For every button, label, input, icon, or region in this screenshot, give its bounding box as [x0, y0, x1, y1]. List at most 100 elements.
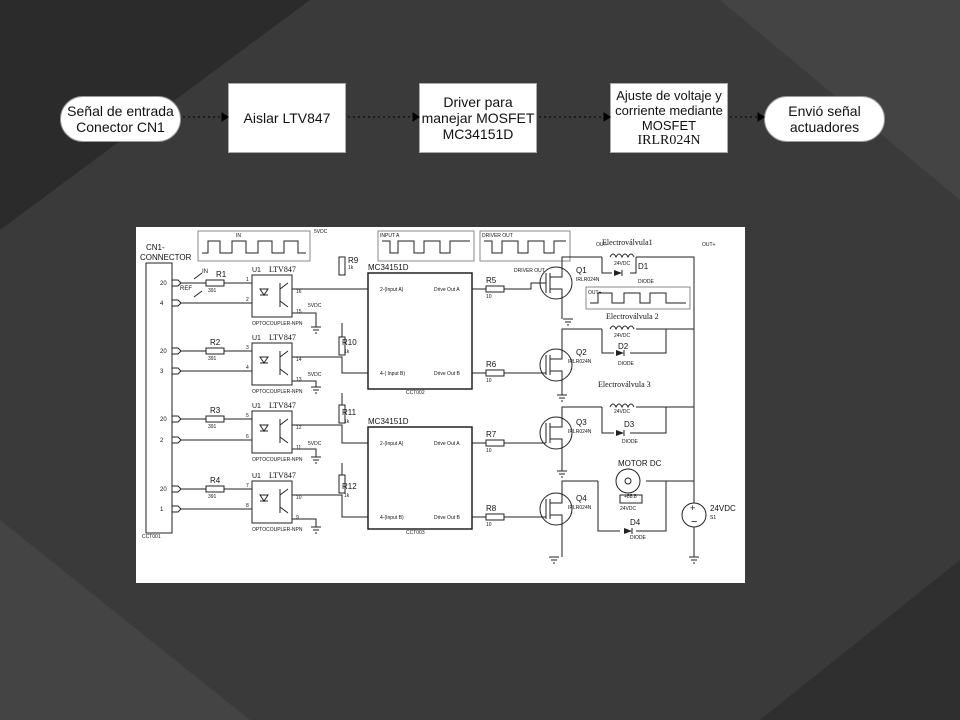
load-name: MOTOR DC	[618, 459, 662, 468]
opto-pin: 7	[246, 483, 249, 489]
driver-pin-label: Drive Out B	[434, 371, 461, 377]
motor-dc	[615, 468, 643, 504]
coil-value: 24VDC	[620, 506, 637, 512]
diode-type: DIODE	[630, 535, 647, 541]
opto-ref: U1	[252, 335, 261, 342]
mosfet-q2	[539, 347, 573, 383]
opto-pin: 15	[296, 309, 302, 315]
opto-ref: U1	[252, 403, 261, 410]
load-name: Electroválvula 2	[606, 312, 659, 321]
diode-d3	[616, 430, 625, 436]
pullup-name: R12	[342, 482, 357, 491]
supply-label: 5VDC	[308, 372, 322, 378]
flow-node-driver: Driver para manejar MOSFET MC34151D	[419, 83, 537, 153]
opto-part: LTV847	[269, 401, 296, 410]
connector-pin: 20	[160, 417, 167, 423]
driver-pin-label: 4-( Input B)	[380, 371, 405, 377]
opto-type: OPTOCOUPLER-NPN	[252, 527, 303, 533]
gate-resistor-name: R5	[486, 276, 497, 285]
probe-arrow	[193, 290, 203, 298]
connector-pin: 20	[160, 281, 167, 287]
diode-d4	[624, 528, 633, 534]
opto-pin: 10	[296, 495, 302, 501]
driver-pin-label: Drive Out A	[434, 287, 460, 293]
flow-node-adjust: Ajuste de voltaje y corriente mediante M…	[610, 83, 728, 153]
mosfet-part: IRLR024N	[568, 505, 592, 511]
connector-footer: CCT001	[142, 534, 161, 540]
connector-pin: 20	[160, 349, 167, 355]
coil-3	[609, 403, 635, 409]
driver-footer: CCT003	[406, 530, 425, 536]
flow-node-line: Conector CN1	[76, 119, 165, 135]
svg-text:−: −	[691, 516, 697, 528]
opto-pin: 6	[246, 434, 249, 440]
flow-node-line: Ajuste de voltaje y	[616, 88, 722, 103]
resistor-name: R4	[210, 476, 221, 485]
opto-pin: 3	[246, 345, 249, 351]
connector-title: CONNECTOR	[140, 253, 192, 262]
motor-meter: +88.8	[624, 494, 637, 500]
flow-node-line: manejar MOSFET	[421, 110, 535, 126]
flow-node-line: actuadores	[789, 119, 860, 135]
driver-pin-label: 2-(Input A)	[380, 441, 404, 447]
scope-label: IN	[236, 233, 241, 239]
pullup-name: R10	[342, 338, 357, 347]
resistor-value: 391	[208, 356, 217, 362]
coil-value: 24VDC	[614, 261, 631, 267]
flow-node-line: MOSFET	[641, 118, 697, 133]
scope-out: OUT+	[585, 286, 691, 310]
mosfet-q3	[539, 415, 573, 451]
gate-resistor-value: 10	[486, 378, 492, 384]
input-wiring	[181, 282, 256, 510]
probe-label-ref: REF	[180, 286, 192, 292]
mosfet-name: Q4	[576, 494, 587, 503]
pullup-value: 1k	[344, 493, 350, 499]
gate-resistor-value: 10	[486, 522, 492, 528]
resistor-value: 391	[208, 494, 217, 500]
circuit-schematic: CN1- CONNECTOR CCT001 20 4 20 3 20 2 20 …	[140, 229, 736, 564]
diode-name: D3	[624, 420, 635, 429]
diode-d1	[614, 270, 623, 276]
opto-ref: U1	[252, 267, 261, 274]
pullup-value: 1k	[344, 419, 350, 425]
probe-label-in: IN	[202, 269, 208, 275]
scope-label: DRIVER OUT	[482, 233, 513, 239]
scope-label: INPUT A	[380, 233, 400, 239]
flow-node-isolate: Aislar LTV847	[228, 83, 346, 153]
scope-input-a: INPUT A	[377, 230, 475, 262]
mosfet-part: IRLR024N	[568, 429, 592, 435]
diode-type: DIODE	[622, 439, 639, 445]
resistor-value: 391	[208, 424, 217, 430]
pullup-name: R11	[342, 408, 357, 417]
driver-pin-label: 2-(Input A)	[380, 287, 404, 293]
driver-footer: CCT002	[406, 390, 425, 396]
opto-part: LTV847	[269, 265, 296, 274]
flow-node-output: Envió señal actuadores	[764, 96, 885, 142]
load-name: Electroválvula 3	[598, 380, 651, 389]
connector-pin: 4	[160, 301, 164, 307]
optocoupler-3	[251, 410, 293, 454]
driver-output-wiring	[472, 282, 540, 518]
battery-ref: S1	[710, 515, 716, 521]
flow-node-line: Driver para	[443, 94, 513, 110]
flow-node-line: Envió señal	[788, 103, 861, 119]
opto-part: LTV847	[269, 471, 296, 480]
mosfet-q1	[539, 265, 573, 301]
driver-pin-label: Drive Out A	[434, 441, 460, 447]
battery-24vdc: +−	[681, 502, 707, 528]
resistor-name: R2	[210, 338, 221, 347]
supply-label: 5VDC	[308, 303, 322, 309]
supply-label: 5VDC	[314, 229, 328, 235]
opto-pin: 1	[246, 277, 249, 283]
battery-label: 24VDC	[710, 504, 736, 513]
diode-d2	[616, 350, 625, 356]
opto-type: OPTOCOUPLER-NPN	[252, 457, 303, 463]
coil-2	[609, 325, 635, 331]
optocoupler-4	[251, 480, 293, 524]
driver-ic-2	[367, 426, 473, 530]
driver-pin-label: 4-(Input B)	[380, 515, 404, 521]
opto-pin: 2	[246, 297, 249, 303]
diode-name: D4	[630, 518, 641, 527]
flow-arrows	[183, 112, 765, 122]
schematic-panel: CN1- CONNECTOR CCT001 20 4 20 3 20 2 20 …	[136, 227, 745, 583]
